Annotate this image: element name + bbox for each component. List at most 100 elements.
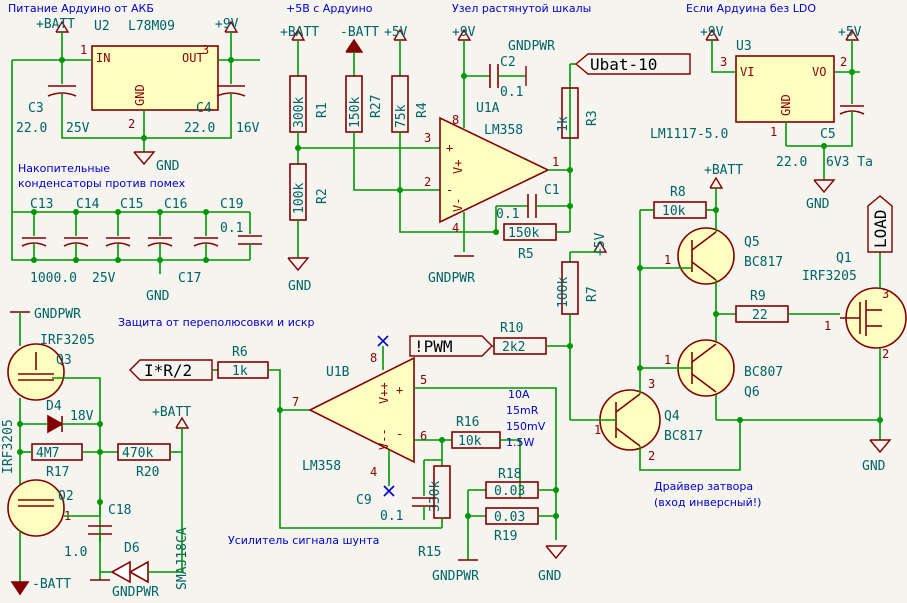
svg-text:1.0: 1.0 bbox=[64, 545, 87, 560]
svg-text:15mR: 15mR bbox=[506, 404, 539, 417]
svg-text:2: 2 bbox=[840, 55, 847, 69]
svg-text:R2: R2 bbox=[315, 188, 330, 204]
svg-text:C4: C4 bbox=[196, 101, 212, 116]
svg-text:C18: C18 bbox=[108, 503, 131, 518]
svg-text:470k: 470k bbox=[122, 446, 153, 461]
svg-text:Если Ардуина без LDO: Если Ардуина без LDO bbox=[686, 2, 816, 15]
note-caps-line1: Накопительные bbox=[18, 162, 110, 175]
svg-text:1: 1 bbox=[594, 423, 601, 437]
svg-text:C19: C19 bbox=[220, 197, 243, 212]
regulator-u3[interactable] bbox=[735, 55, 835, 123]
svg-text:22.0: 22.0 bbox=[16, 121, 47, 136]
power-batt-1: +BATT bbox=[36, 17, 75, 32]
svg-text:0.1: 0.1 bbox=[496, 207, 519, 222]
svg-text:2: 2 bbox=[648, 449, 655, 463]
svg-text:U1B: U1B bbox=[326, 365, 350, 380]
svg-text:0.1: 0.1 bbox=[220, 221, 243, 236]
svg-text:5: 5 bbox=[420, 373, 427, 387]
svg-text:IN: IN bbox=[96, 51, 110, 65]
opamp-u1a[interactable] bbox=[439, 116, 550, 224]
shunt-amp-section: Защита от переполюсовки и искр Усилитель… bbox=[118, 316, 568, 584]
svg-text:IRF3205: IRF3205 bbox=[40, 333, 95, 348]
svg-text:Усилитель сигнала шунта: Усилитель сигнала шунта bbox=[228, 534, 379, 547]
label-ir2[interactable]: I*R/2 bbox=[144, 361, 192, 380]
svg-text:8: 8 bbox=[452, 113, 459, 127]
svg-text:-: - bbox=[396, 427, 403, 441]
svg-text:Драйвер затвора: Драйвер затвора bbox=[654, 480, 753, 493]
svg-text:R10: R10 bbox=[500, 321, 523, 336]
svg-text:GNDPWR: GNDPWR bbox=[432, 569, 479, 584]
svg-text:IRF3205: IRF3205 bbox=[1, 419, 16, 474]
u2-ref: U2 bbox=[94, 19, 110, 34]
svg-text:22.0: 22.0 bbox=[184, 121, 215, 136]
svg-text:R20: R20 bbox=[136, 465, 159, 480]
svg-text:1: 1 bbox=[824, 319, 831, 333]
svg-text:C3: C3 bbox=[28, 101, 44, 116]
svg-text:1.5W: 1.5W bbox=[506, 436, 534, 449]
svg-text:3: 3 bbox=[202, 43, 209, 57]
svg-text:1000.0: 1000.0 bbox=[30, 271, 77, 286]
svg-text:VO: VO bbox=[812, 65, 826, 79]
label-ubat[interactable]: Ubat-10 bbox=[590, 55, 657, 74]
regulator-u2[interactable] bbox=[91, 45, 219, 111]
svg-text:150k: 150k bbox=[348, 97, 363, 128]
svg-text:1k: 1k bbox=[232, 364, 248, 379]
svg-text:C15: C15 bbox=[120, 197, 143, 212]
gate-driver-section: +BATT 10k R8 1 Q5 BC817 22 R9 1 bbox=[570, 163, 907, 509]
svg-text:V+: V+ bbox=[451, 160, 465, 174]
bank-caps bbox=[21, 209, 262, 263]
svg-text:GNDPWR: GNDPWR bbox=[112, 585, 159, 600]
stretch-scale-section: +5В с Ардуино Узел растянутой шкалы +BAT… bbox=[280, 2, 691, 294]
svg-text:U3: U3 bbox=[736, 39, 752, 54]
svg-text:150mV: 150mV bbox=[506, 420, 546, 433]
opamp-u1b[interactable] bbox=[308, 356, 415, 464]
svg-text:C13: C13 bbox=[30, 197, 53, 212]
svg-text:C17: C17 bbox=[178, 271, 201, 286]
svg-text:8: 8 bbox=[370, 351, 377, 365]
svg-text:R16: R16 bbox=[456, 415, 479, 430]
svg-text:GND: GND bbox=[156, 159, 180, 174]
svg-text:18V: 18V bbox=[70, 409, 94, 424]
svg-text:R1: R1 bbox=[315, 102, 330, 118]
svg-text:25V: 25V bbox=[66, 121, 90, 136]
svg-text:+5V: +5V bbox=[593, 232, 608, 256]
svg-text:R18: R18 bbox=[498, 467, 521, 482]
svg-text:GND: GND bbox=[779, 94, 793, 116]
svg-text:R9: R9 bbox=[750, 289, 766, 304]
svg-text:LM358: LM358 bbox=[484, 123, 523, 138]
reverse-polarity-protection: GNDPWR IRF3205 Q3 D4 18V IRF3205 4M7 R17… bbox=[1, 307, 191, 600]
svg-text:BC817: BC817 bbox=[664, 429, 703, 444]
label-load[interactable]: LOAD bbox=[871, 209, 890, 248]
svg-text:GNDPWR: GNDPWR bbox=[508, 39, 555, 54]
svg-text:C9: C9 bbox=[356, 493, 372, 508]
svg-text:0.1: 0.1 bbox=[500, 85, 523, 100]
svg-text:GND: GND bbox=[288, 279, 312, 294]
svg-text:GND: GND bbox=[133, 84, 147, 106]
svg-text:+5В с Ардуино: +5В с Ардуино bbox=[286, 2, 373, 15]
svg-text:U1A: U1A bbox=[476, 101, 500, 116]
svg-text:LM1117-5.0: LM1117-5.0 bbox=[650, 127, 728, 142]
svg-text:+BATT: +BATT bbox=[704, 163, 743, 178]
svg-text:+: + bbox=[396, 383, 403, 397]
svg-text:150k: 150k bbox=[508, 226, 539, 241]
label-pwm[interactable]: !PWM bbox=[414, 337, 453, 356]
svg-text:-BATT: -BATT bbox=[32, 577, 71, 592]
svg-text:1: 1 bbox=[664, 253, 671, 267]
svg-text:C16: C16 bbox=[164, 197, 187, 212]
svg-text:LM358: LM358 bbox=[302, 459, 341, 474]
svg-text:Q1: Q1 bbox=[836, 251, 852, 266]
svg-text:R3: R3 bbox=[585, 110, 600, 126]
svg-text:7: 7 bbox=[292, 395, 299, 409]
svg-text:GNDPWR: GNDPWR bbox=[34, 307, 81, 322]
svg-text:GNDPWR: GNDPWR bbox=[428, 271, 475, 286]
svg-text:1k: 1k bbox=[556, 116, 571, 132]
note-caps-line2: конденсаторы против помех bbox=[18, 177, 186, 190]
svg-text:+BATT: +BATT bbox=[152, 405, 191, 420]
svg-text:16V: 16V bbox=[236, 121, 260, 136]
svg-text:10k: 10k bbox=[662, 204, 686, 219]
svg-text:1: 1 bbox=[552, 155, 559, 169]
svg-text:BC807: BC807 bbox=[744, 365, 783, 380]
svg-text:V++: V++ bbox=[377, 382, 391, 404]
svg-text:VI: VI bbox=[740, 65, 754, 79]
